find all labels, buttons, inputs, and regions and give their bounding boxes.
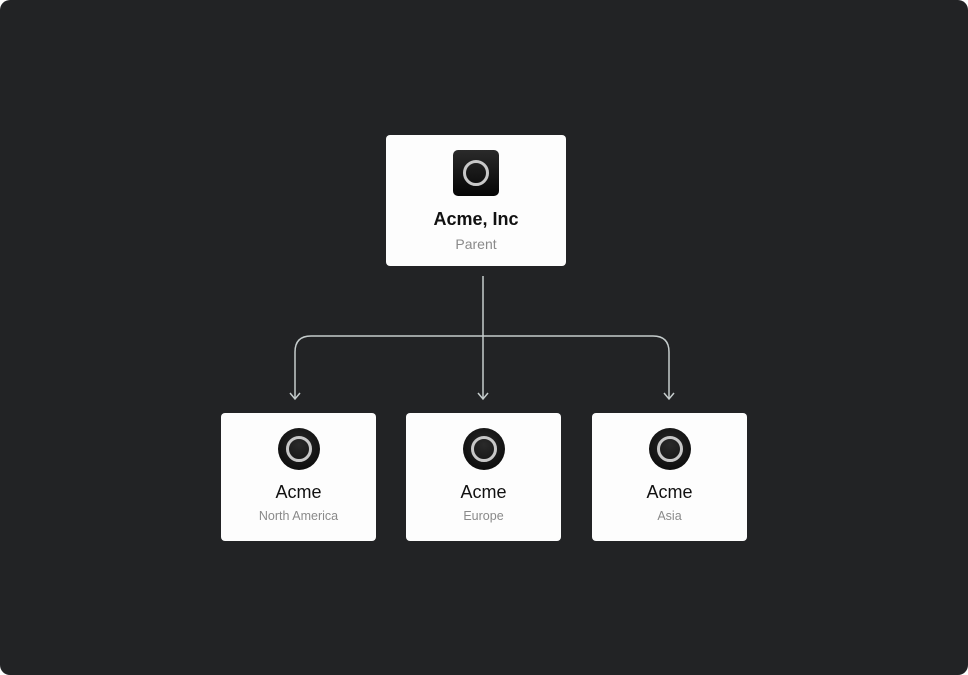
child-card-asia[interactable]: Acme Asia <box>592 413 747 541</box>
acme-logo-icon <box>463 428 505 470</box>
child-card-north-america[interactable]: Acme North America <box>221 413 376 541</box>
acme-logo-icon <box>453 150 499 196</box>
parent-card[interactable]: Acme, Inc Parent <box>386 135 566 266</box>
arrowhead-left <box>289 392 301 401</box>
child-region: Asia <box>657 509 682 523</box>
parent-name: Acme, Inc <box>433 209 519 229</box>
acme-logo-icon <box>649 428 691 470</box>
arrowhead-center <box>477 392 489 401</box>
child-card-europe[interactable]: Acme Europe <box>406 413 561 541</box>
child-name: Acme <box>646 482 693 502</box>
connector-branch <box>294 335 670 398</box>
parent-role: Parent <box>455 236 497 252</box>
child-region: North America <box>258 509 339 523</box>
child-name: Acme <box>460 482 507 502</box>
arrowhead-right <box>663 392 675 401</box>
child-name: Acme <box>275 482 322 502</box>
acme-logo-icon <box>278 428 320 470</box>
child-region: Europe <box>463 509 504 523</box>
